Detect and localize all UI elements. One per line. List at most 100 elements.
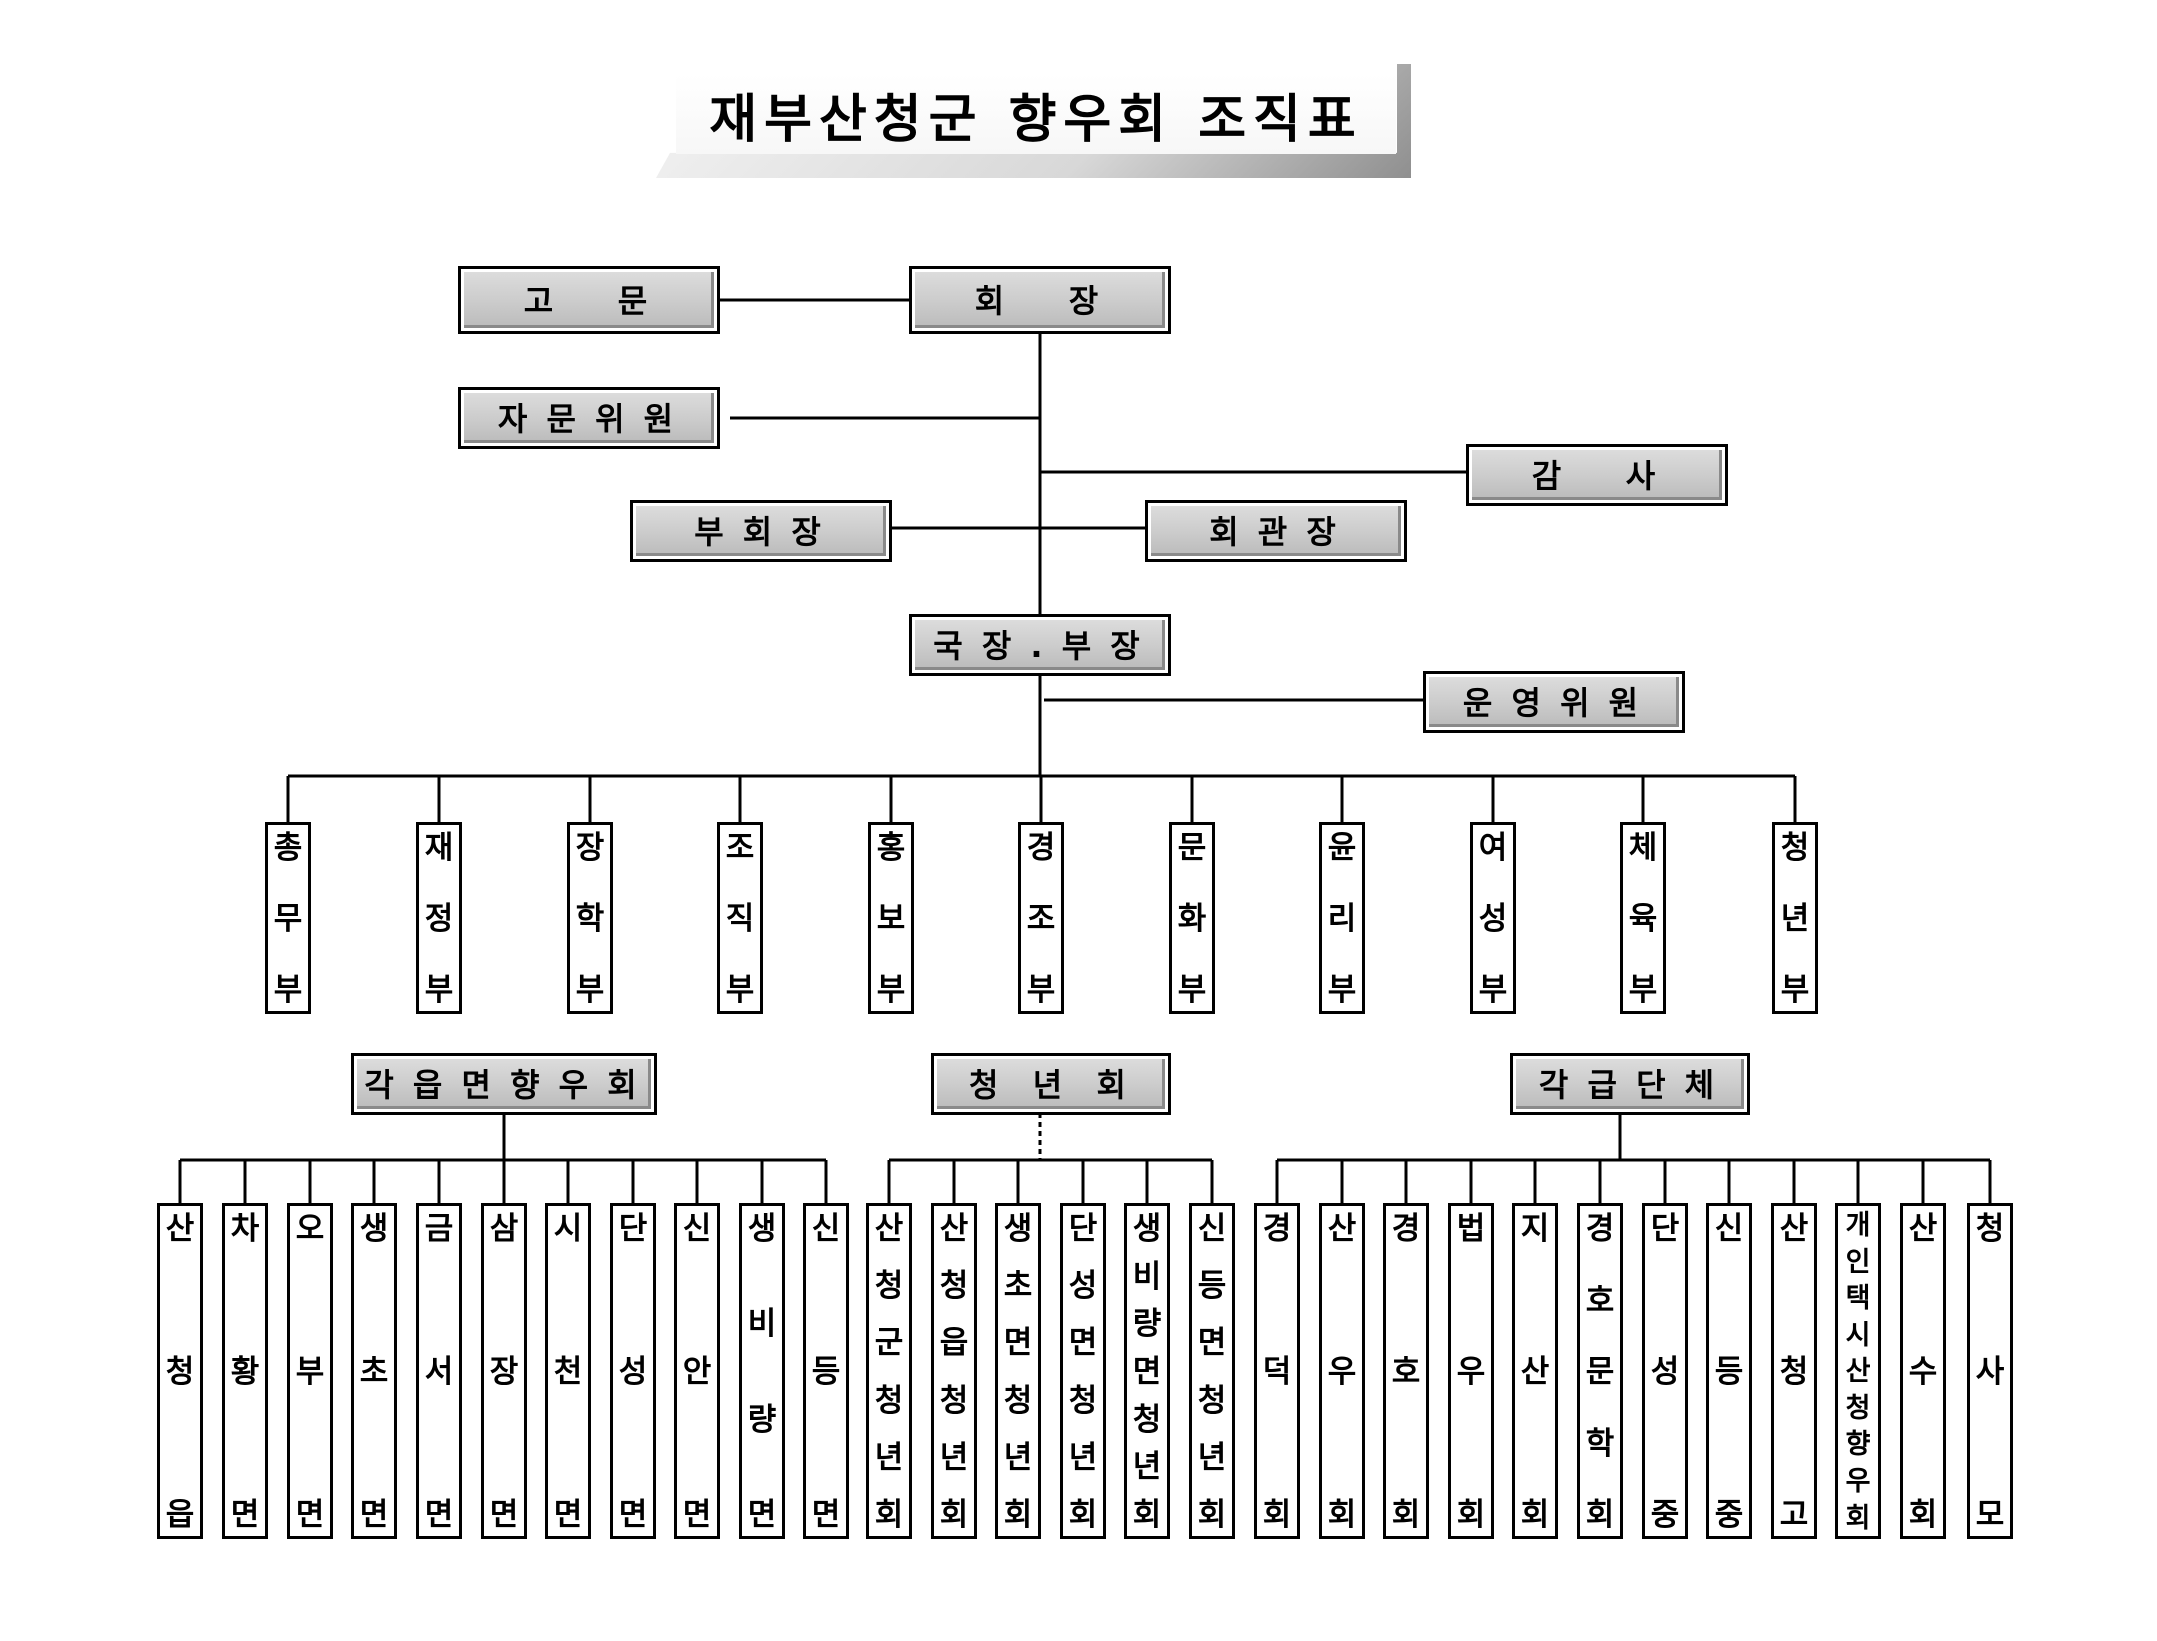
township-box-char: 읍 (165, 1497, 195, 1533)
department-box-char: 부 (424, 972, 454, 1008)
advisory-committee-label: 자 문 위 원 (464, 393, 714, 443)
steering-committee-box: 운 영 위 원 (1423, 671, 1685, 733)
township-group-box: 각 읍 면 향 우 회 (351, 1053, 657, 1115)
organization-box-char: 개 (1845, 1210, 1871, 1241)
organization-box-char: 택 (1845, 1283, 1871, 1315)
township-box-char: 오 (295, 1211, 325, 1247)
youth-club-box-char: 성 (1068, 1268, 1098, 1305)
youth-club-box-char: 생 (1003, 1211, 1033, 1247)
youth-club-box-char: 면 (1132, 1353, 1162, 1390)
department-box-char: 성 (1478, 901, 1508, 937)
youth-club-box-char: 산 (939, 1211, 969, 1247)
title-face: 재부산청군 향우회 조직표 (676, 74, 1396, 154)
township-box-char: 서 (424, 1354, 454, 1390)
department-box-char: 부 (1026, 972, 1056, 1008)
advisor-box: 고 문 (458, 266, 720, 334)
organization-box-char: 모 (1975, 1497, 2005, 1533)
auditor-label: 감 사 (1472, 450, 1722, 500)
organization-box-char: 호 (1391, 1354, 1421, 1390)
advisor-label: 고 문 (464, 272, 714, 328)
organization-box-char: 중 (1714, 1497, 1744, 1533)
youth-club-box-char: 년 (1197, 1439, 1227, 1476)
township-box-char: 생 (359, 1211, 389, 1247)
department-box-char: 학 (575, 901, 605, 937)
youth-club-box-char: 단 (1068, 1211, 1098, 1247)
township-box-char: 비 (747, 1306, 777, 1343)
youth-club-box-char: 신 (1197, 1211, 1227, 1247)
youth-club-box-char: 회 (1068, 1496, 1098, 1533)
department-box-char: 여 (1478, 830, 1508, 866)
hall-director-box: 회 관 장 (1145, 500, 1407, 562)
department-box-char: 홍 (876, 830, 906, 866)
organization-box-char: 회 (1520, 1497, 1550, 1533)
township-box-char: 천 (553, 1354, 583, 1390)
department-box-char: 무 (273, 901, 303, 937)
department-box-char: 부 (725, 972, 755, 1008)
youth-club-box-char: 산 (874, 1211, 904, 1247)
organization-box-char: 회 (1456, 1497, 1486, 1533)
department-box-char: 화 (1177, 901, 1207, 937)
organization-box-char: 호 (1585, 1282, 1615, 1319)
organization-box-char: 회 (1845, 1502, 1871, 1534)
orgs-group-box: 각 급 단 체 (1510, 1053, 1750, 1115)
organization-box-char: 청 (1975, 1211, 2005, 1247)
township-box-char: 황 (230, 1354, 260, 1390)
township-box-char: 산 (165, 1211, 195, 1247)
township-box-char: 등 (811, 1354, 841, 1390)
organization-box-char: 성 (1650, 1354, 1680, 1390)
organization-box-char: 수 (1908, 1354, 1938, 1390)
department-box-char: 부 (1628, 972, 1658, 1008)
organization-box-char: 청 (1845, 1392, 1871, 1424)
township-box-char: 신 (682, 1211, 712, 1247)
hall-director-label: 회 관 장 (1151, 506, 1401, 556)
vice-president-box: 부 회 장 (630, 500, 892, 562)
youth-club-box-char: 초 (1003, 1268, 1033, 1305)
department-box-char: 경 (1026, 830, 1056, 866)
township-box-char: 면 (682, 1497, 712, 1533)
department-box-char: 조 (1026, 901, 1056, 937)
youth-club-box-char: 비 (1132, 1258, 1162, 1295)
youth-club-box-char: 회 (1197, 1496, 1227, 1533)
president-box: 회 장 (909, 266, 1171, 334)
organization-box-char: 산 (1520, 1354, 1550, 1390)
youth-club-box-char: 청 (939, 1382, 969, 1419)
organization-box-char: 회 (1327, 1497, 1357, 1533)
youth-club-box-char: 회 (874, 1496, 904, 1533)
organization-box-char: 학 (1585, 1425, 1615, 1462)
department-box-char: 육 (1628, 901, 1658, 937)
youth-club-box-char: 등 (1197, 1268, 1227, 1305)
youth-club-box-char: 년 (939, 1439, 969, 1476)
youth-club-box-char: 회 (1132, 1496, 1162, 1533)
chart-title-banner: 재부산청군 향우회 조직표 (656, 64, 1411, 178)
department-box-char: 청 (1780, 830, 1810, 866)
organization-box-char: 회 (1262, 1497, 1292, 1533)
department-box-char: 체 (1628, 830, 1658, 866)
president-label: 회 장 (915, 272, 1165, 328)
youth-club-box-char: 청 (1068, 1382, 1098, 1419)
organization-box-char: 회 (1585, 1497, 1615, 1533)
